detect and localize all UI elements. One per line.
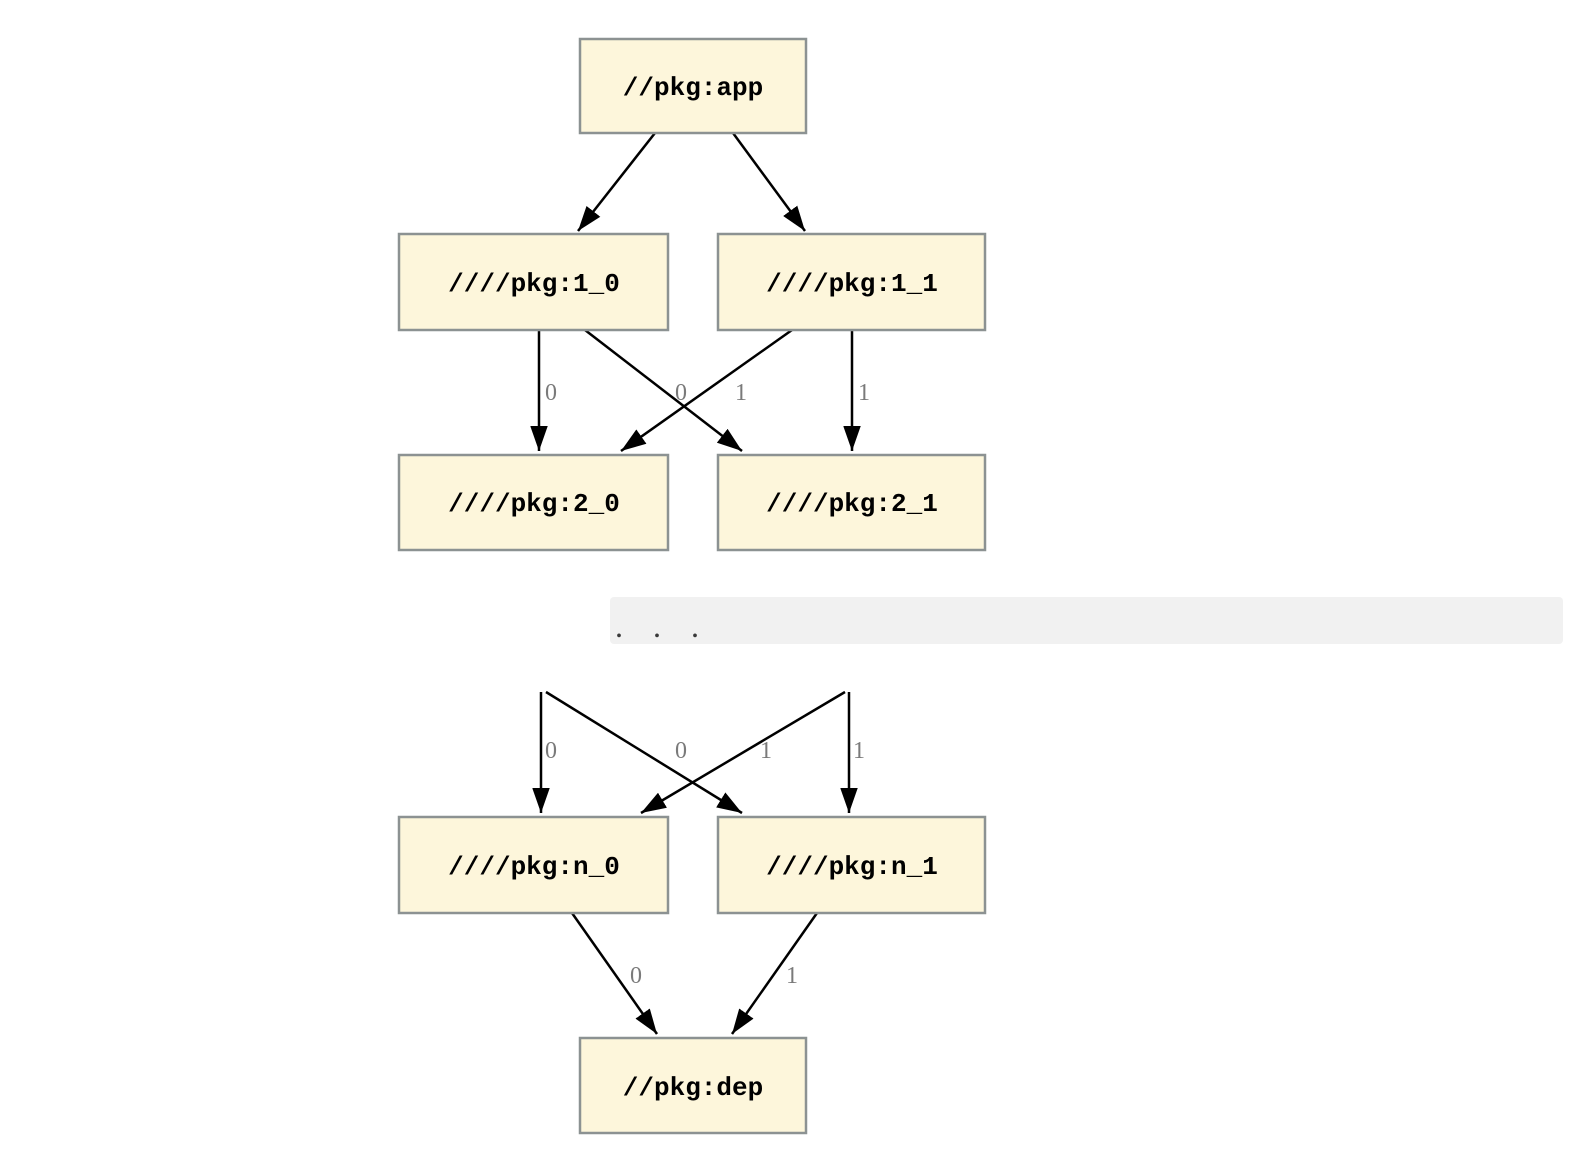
node-pkg1_1-box — [716, 232, 987, 332]
node-pkgn_1: ////pkg:n_1 — [716, 815, 987, 915]
ellipsis-text: . . . — [615, 608, 710, 644]
edge-label: 0 — [545, 738, 557, 764]
edge-label: 1 — [786, 963, 798, 989]
node-dep: //pkg:dep — [578, 1036, 808, 1135]
edge-label: 1 — [853, 738, 865, 764]
edge-label: 1 — [760, 738, 772, 764]
node-pkg2_1-box — [716, 453, 987, 552]
edge-label: 0 — [675, 380, 687, 406]
node-pkgn_0-label: ////pkg:n_0 — [448, 852, 620, 882]
node-dep-box — [578, 1036, 808, 1135]
node-app-label: //pkg:app — [623, 73, 763, 103]
node-pkgn_0-box — [397, 815, 670, 915]
node-pkg1_0: ////pkg:1_0 — [397, 232, 670, 332]
edge-ellipsis-to-pkgn_0-cross — [640, 690, 846, 815]
edge-label: 0 — [630, 963, 642, 989]
edge-app-to-pkg1_0 — [577, 132, 656, 232]
edge-labels: 0 1 0 1 0 1 0 1 0 1 — [545, 380, 870, 989]
node-pkg2_0: ////pkg:2_0 — [397, 453, 670, 552]
edge-ellipsis-to-pkgn_1-cross — [545, 690, 743, 815]
node-pkg2_1-label: ////pkg:2_1 — [766, 489, 938, 519]
edge-app-to-pkg1_1 — [731, 132, 807, 232]
edge-label: 0 — [545, 380, 557, 406]
node-pkgn_1-label: ////pkg:n_1 — [766, 852, 938, 882]
node-pkg2_0-label: ////pkg:2_0 — [448, 489, 620, 519]
node-pkgn_0: ////pkg:n_0 — [397, 815, 670, 915]
edge-label: 1 — [858, 380, 870, 406]
edge-label: 0 — [675, 738, 687, 764]
node-pkg1_0-label: ////pkg:1_0 — [448, 269, 620, 299]
edge-label: 1 — [735, 380, 747, 406]
edge-pkgn_1-to-dep — [730, 912, 819, 1035]
node-pkg1_0-box — [397, 232, 670, 332]
node-pkg2_1: ////pkg:2_1 — [716, 453, 987, 552]
edge-pkgn_0-to-dep — [570, 912, 659, 1035]
node-dep-label: //pkg:dep — [623, 1073, 763, 1103]
node-app-box — [578, 37, 808, 135]
edges — [530, 132, 861, 1035]
separator: . . . — [610, 597, 1563, 644]
node-pkg1_1: ////pkg:1_1 — [716, 232, 987, 332]
edge-pkg1_0-to-pkg2_1 — [584, 329, 743, 452]
node-pkgn_1-box — [716, 815, 987, 915]
separator-bar — [610, 597, 1563, 644]
node-pkg2_0-box — [397, 453, 670, 552]
edge-pkg1_1-to-pkg2_0 — [620, 328, 793, 453]
node-pkg1_1-label: ////pkg:1_1 — [766, 269, 938, 299]
node-app: //pkg:app — [578, 37, 808, 135]
